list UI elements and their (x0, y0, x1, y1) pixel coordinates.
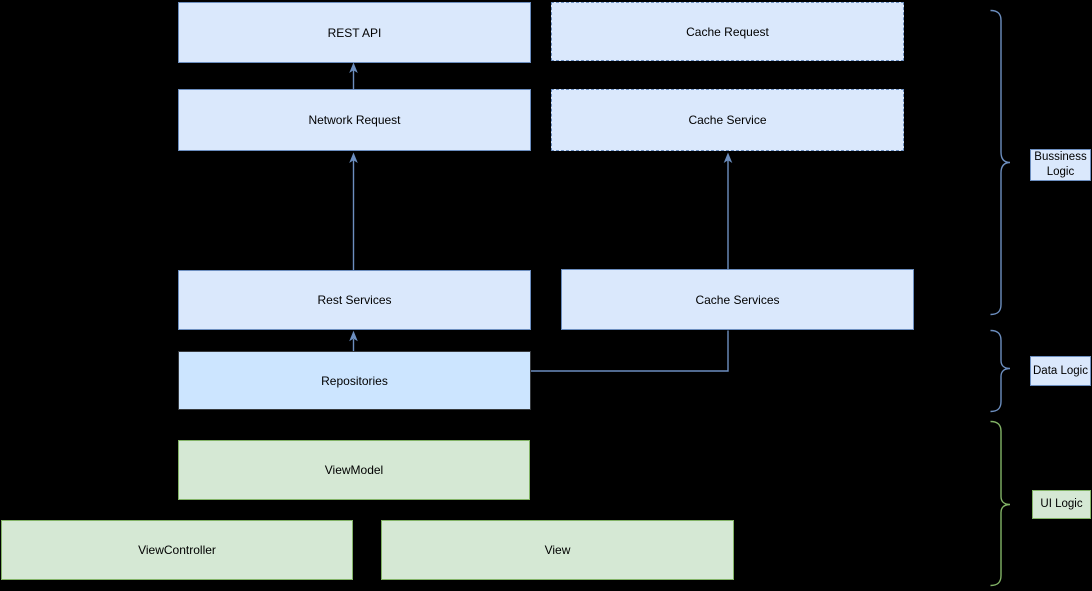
node-rest-api[interactable]: REST API (178, 2, 531, 63)
node-label: Repositories (321, 373, 388, 388)
group-label-ui-logic[interactable]: UI Logic (1032, 490, 1091, 519)
node-label: View (544, 543, 571, 557)
node-cache-request[interactable]: Cache Request (551, 2, 904, 61)
brace-data-logic (990, 329, 1011, 413)
group-label-data-logic[interactable]: Data Logic (1030, 356, 1091, 386)
node-view[interactable]: View (381, 520, 734, 580)
node-network-request[interactable]: Network Request (178, 89, 531, 151)
connector-repositories-to-cache-services (531, 330, 729, 372)
node-label: Cache Services (695, 292, 780, 307)
node-view-model[interactable]: ViewModel (178, 440, 530, 500)
group-label-text: Bussiness Logic (1034, 151, 1087, 178)
arrowhead-rest-services (349, 330, 358, 342)
brace-ui-logic (990, 420, 1011, 587)
arrowhead-cache-service (723, 152, 733, 163)
node-view-controller[interactable]: ViewController (1, 520, 353, 580)
node-label: ViewController (138, 543, 216, 557)
node-label: Cache Request (686, 24, 769, 39)
brace-business-logic (990, 9, 1011, 316)
node-label: ViewModel (324, 463, 384, 477)
node-label: Network Request (308, 113, 401, 127)
node-cache-services[interactable]: Cache Services (561, 269, 914, 330)
node-label: Cache Service (688, 113, 767, 127)
arrowhead-rest-api (349, 62, 358, 73)
group-label-text: UI Logic (1040, 498, 1083, 511)
node-repositories[interactable]: Repositories (178, 351, 531, 410)
arrowhead-network-request (349, 152, 358, 163)
node-label: REST API (327, 25, 382, 40)
group-label-text: Data Logic (1033, 364, 1088, 377)
node-label: Rest Services (317, 293, 392, 307)
group-label-business-logic[interactable]: Bussiness Logic (1030, 149, 1091, 181)
node-rest-services[interactable]: Rest Services (178, 270, 531, 330)
node-cache-service[interactable]: Cache Service (551, 89, 904, 151)
